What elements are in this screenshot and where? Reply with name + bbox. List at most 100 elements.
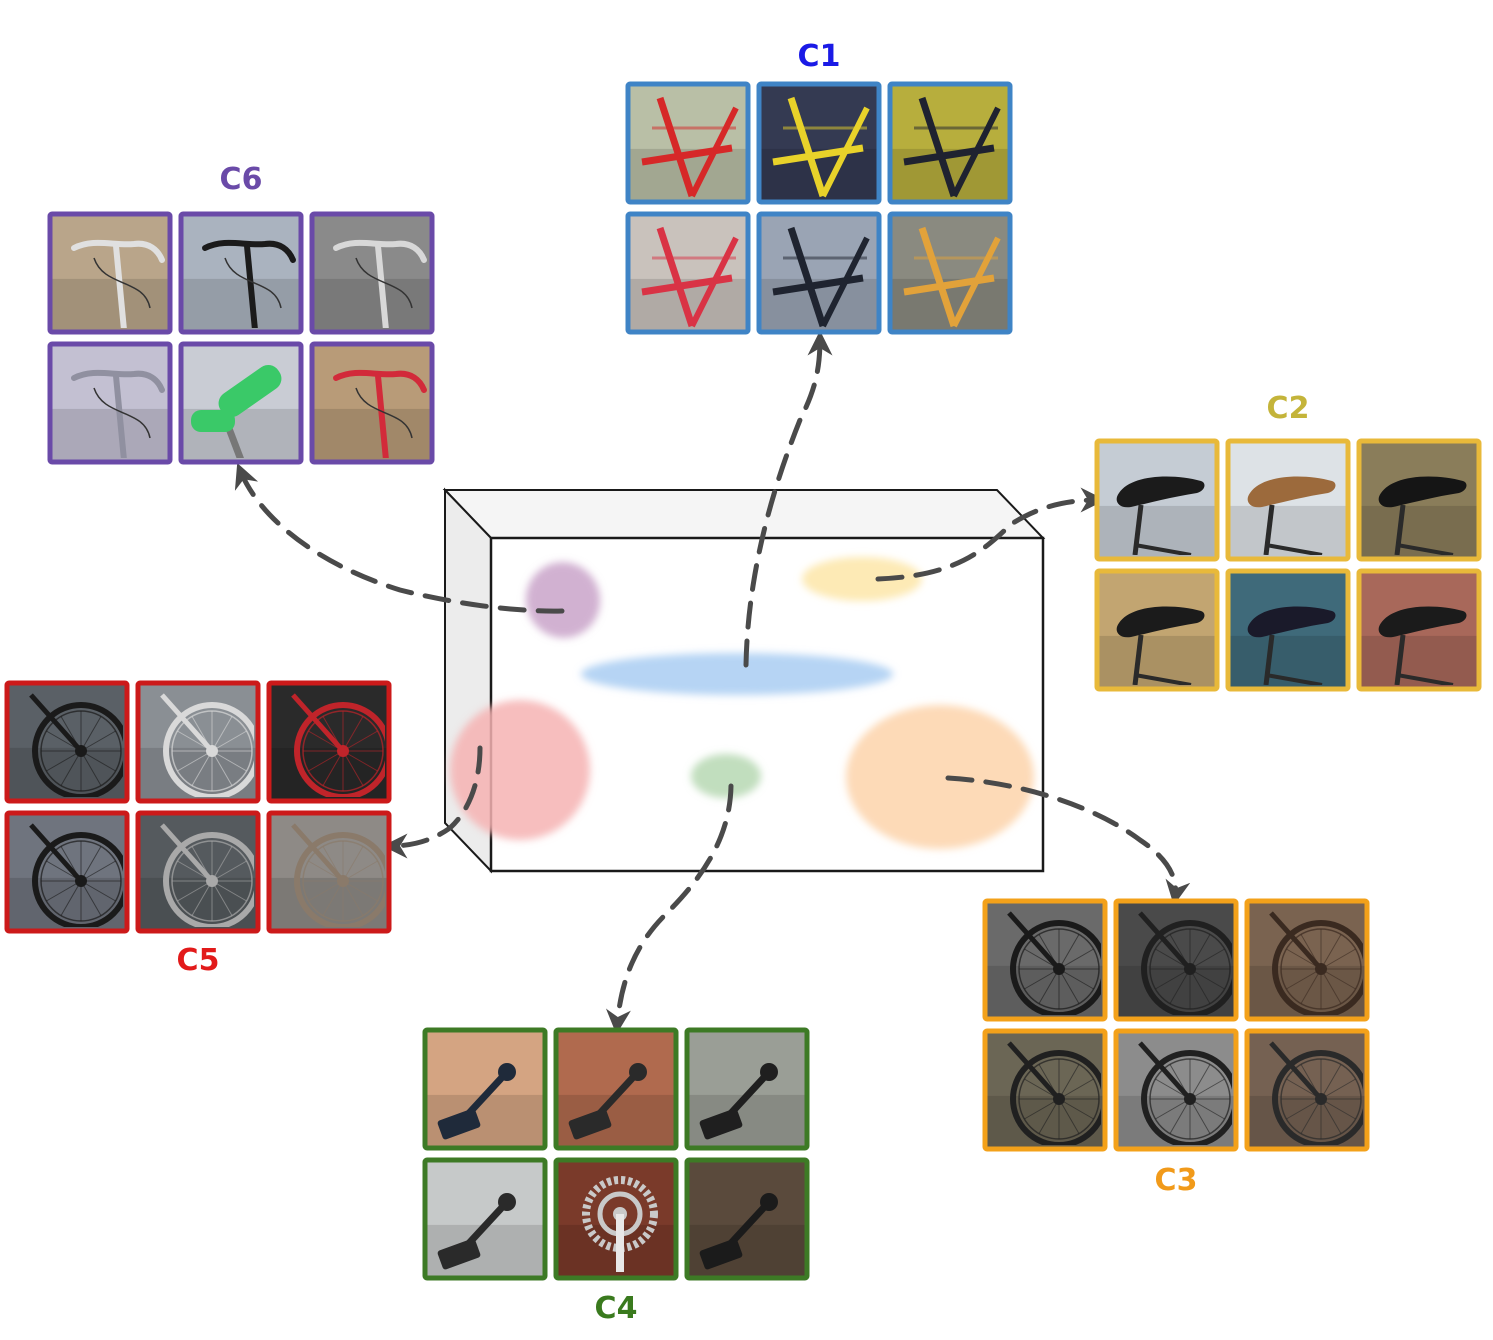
- cluster-c6-tile-1: [47, 211, 173, 335]
- feature-region-c5: [450, 700, 590, 840]
- tile-border: [1225, 568, 1351, 692]
- cluster-arrows: [234, 330, 1191, 1035]
- wheel-icon: [1269, 1041, 1363, 1145]
- cluster-c1-tile-5: [756, 211, 882, 335]
- feature-region-c2: [802, 557, 922, 601]
- cluster-c2-tile-3: [1356, 438, 1482, 562]
- arrow-to-c3: [945, 775, 1191, 906]
- feature-region-c3: [846, 705, 1034, 849]
- tile-border: [178, 211, 304, 335]
- tile-background: [181, 214, 301, 332]
- wheel-icon: [1269, 911, 1363, 1015]
- cluster-c6-tile-4: [47, 341, 173, 465]
- tile-border: [47, 341, 173, 465]
- cluster-c3-tile-6: [1244, 1028, 1370, 1152]
- pedal-icon: [568, 1063, 647, 1140]
- feature-map-volume: [442, 487, 1046, 874]
- cluster-c1-tile-3: [887, 81, 1013, 205]
- tile-border: [422, 1027, 548, 1151]
- tile-border: [1356, 438, 1482, 562]
- cluster-c6-tile-3: [309, 211, 435, 335]
- feature-region-c1: [581, 653, 893, 695]
- tile-border: [1356, 568, 1482, 692]
- wheel-icon: [160, 693, 254, 797]
- wheel-icon: [160, 823, 254, 927]
- cluster-c6-tile-2: [178, 211, 304, 335]
- arrow-to-c6: [234, 463, 565, 614]
- tile-border: [266, 680, 392, 804]
- tile-border: [1113, 898, 1239, 1022]
- cluster-c4-tile-5: [553, 1157, 679, 1281]
- arrow-to-c4: [605, 783, 734, 1035]
- feature-regions: [450, 557, 1034, 849]
- wheel-icon: [1138, 911, 1232, 1015]
- red-frame-icon: [641, 96, 739, 198]
- tile-border: [887, 81, 1013, 205]
- cluster-c4-tile-3: [684, 1027, 810, 1151]
- cluster-c5-tile-4: [4, 810, 130, 934]
- cluster-c4: C4: [422, 1027, 810, 1326]
- tile-border: [1094, 568, 1220, 692]
- tile-border: [982, 1028, 1108, 1152]
- tile-background: [312, 344, 432, 462]
- tile-border: [756, 81, 882, 205]
- orange-frame-icon: [903, 226, 1001, 328]
- wheel-icon: [291, 693, 385, 797]
- cluster-c1-tile-4: [625, 211, 751, 335]
- feature-map-top-face: [442, 489, 1046, 539]
- cluster-c5-tile-2: [135, 680, 261, 804]
- tile-border: [1244, 1028, 1370, 1152]
- cluster-c2-tile-6: [1356, 568, 1482, 692]
- cluster-label-c1: C1: [798, 39, 841, 74]
- wheel-icon: [1007, 1041, 1101, 1145]
- chainring-icon: [582, 1176, 658, 1272]
- tile-border: [1094, 438, 1220, 562]
- cluster-c6-tile-5: [178, 341, 304, 465]
- cluster-c5: C5: [4, 680, 392, 978]
- cluster-c5-tile-3: [266, 680, 392, 804]
- cluster-c5-tile-5: [135, 810, 261, 934]
- cluster-c2-tile-4: [1094, 568, 1220, 692]
- tile-border: [625, 211, 751, 335]
- cluster-c2-tile-1: [1094, 438, 1220, 562]
- cluster-c6: C6: [47, 162, 435, 465]
- dark-frame-icon: [903, 96, 1001, 198]
- saddle-icon: [1378, 476, 1467, 555]
- tile-border: [47, 211, 173, 335]
- tile-border: [684, 1027, 810, 1151]
- handlebar-icon: [71, 369, 165, 458]
- tile-border: [684, 1157, 810, 1281]
- tile-border: [135, 810, 261, 934]
- cluster-c1-tile-1: [625, 81, 751, 205]
- dark-frame-icon: [772, 226, 870, 328]
- feature-region-c4: [691, 754, 761, 798]
- handlebar-icon: [202, 239, 296, 328]
- cluster-c2-tile-5: [1225, 568, 1351, 692]
- red-frame-icon: [641, 226, 739, 328]
- tile-border: [135, 680, 261, 804]
- arrow-to-c2: [875, 487, 1106, 582]
- cluster-c3-tile-3: [1244, 898, 1370, 1022]
- tile-border: [553, 1027, 679, 1151]
- tile-border: [309, 211, 435, 335]
- tile-border: [756, 211, 882, 335]
- cluster-label-c5: C5: [177, 943, 220, 978]
- tile-background: [50, 344, 170, 462]
- tile-border: [887, 211, 1013, 335]
- cluster-c4-tile-2: [553, 1027, 679, 1151]
- tile-border: [309, 341, 435, 465]
- tile-border: [4, 810, 130, 934]
- feature-region-c6: [525, 562, 601, 638]
- cluster-label-c6: C6: [220, 162, 263, 197]
- handlebar-icon: [333, 369, 427, 458]
- grip-icon: [191, 364, 282, 458]
- tile-background: [312, 214, 432, 332]
- cluster-c6-tile-6: [309, 341, 435, 465]
- tile-background: [50, 214, 170, 332]
- tile-border: [553, 1157, 679, 1281]
- tile-border: [266, 810, 392, 934]
- cluster-c2-tile-2: [1225, 438, 1351, 562]
- cluster-c4-tile-4: [422, 1157, 548, 1281]
- yellow-frame-icon: [772, 96, 870, 198]
